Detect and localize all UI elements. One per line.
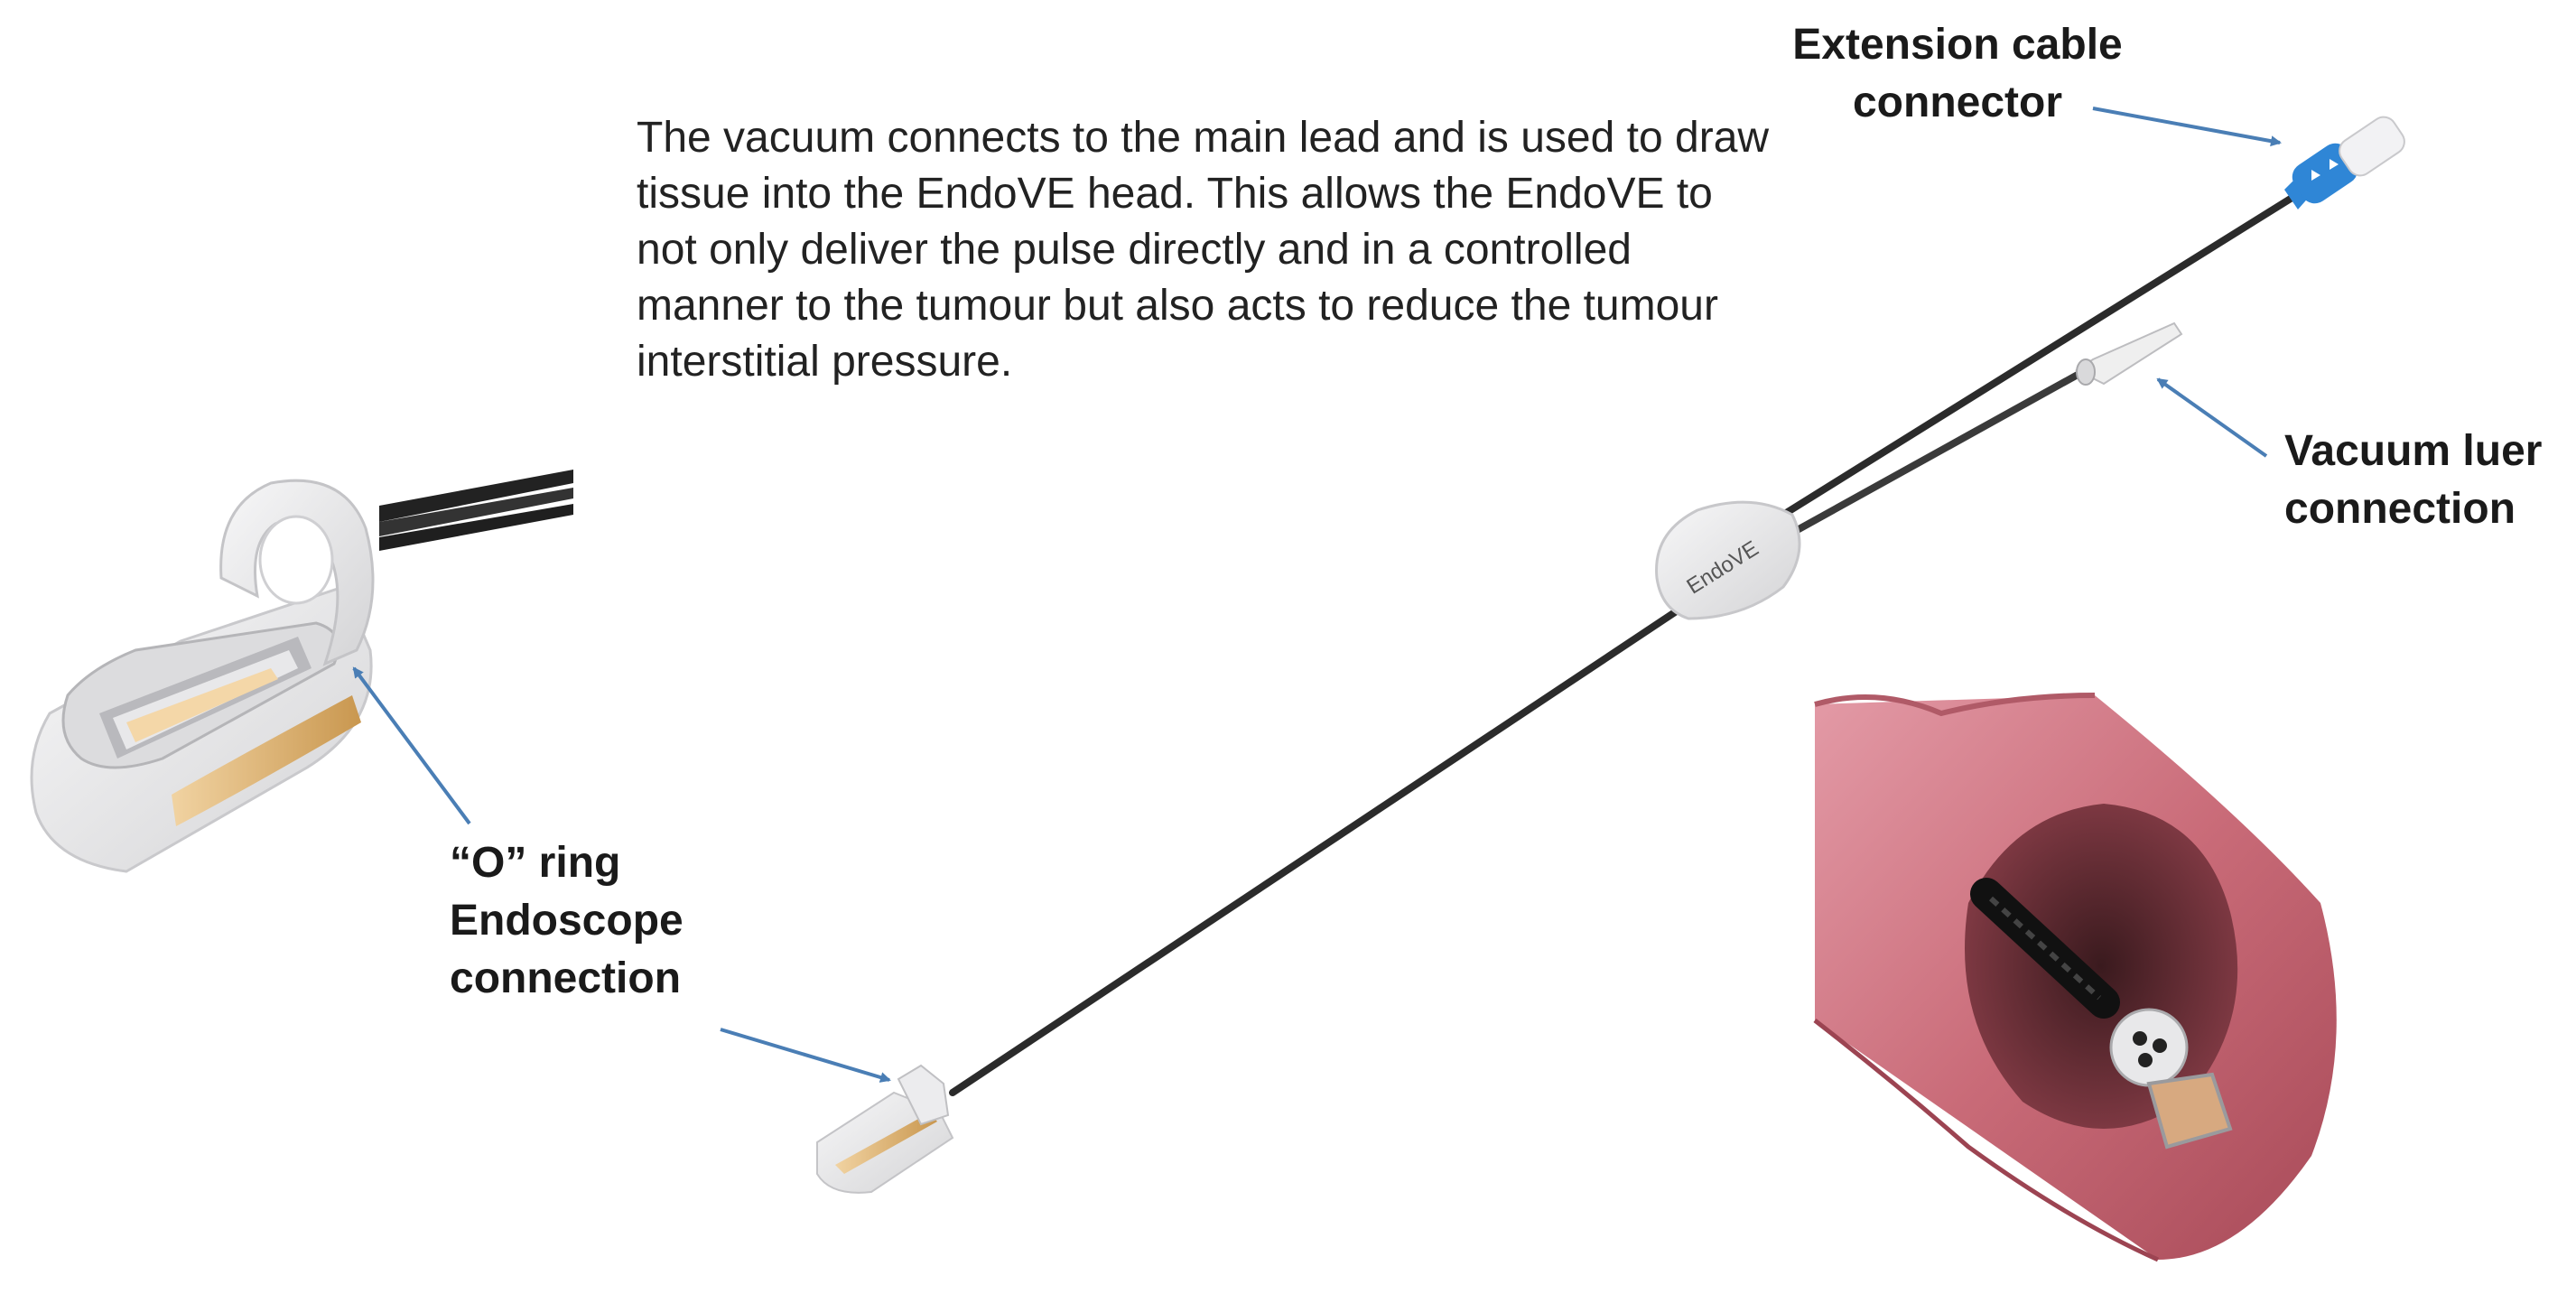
main-lead-cable [949, 193, 2297, 1096]
tissue-inset [1813, 693, 2337, 1262]
label-vacuum-luer-connection: Vacuum luer connection [2284, 423, 2542, 538]
endove-splitter-hub: EndoVE [1655, 500, 1801, 620]
arrow-extension [2092, 107, 2282, 147]
label-line: Endoscope [450, 897, 684, 945]
callout-arrows [352, 107, 2282, 1083]
label-line: “O” ring [450, 839, 621, 887]
arrow-oring-large [352, 666, 471, 825]
label-line: connector [1852, 79, 2063, 126]
vacuum-luer-fitting [2075, 321, 2183, 386]
label-extension-cable-connector: Extension cable connector [1768, 16, 2147, 132]
label-line: Extension cable [1792, 21, 2123, 69]
extension-connector [2284, 116, 2405, 209]
arrow-oring-small [720, 1028, 891, 1083]
label-line: connection [2284, 485, 2516, 533]
label-o-ring-endoscope-connection: “O” ring Endoscope connection [450, 834, 684, 1008]
endove-head-small [816, 1064, 954, 1194]
label-line: connection [450, 954, 682, 1002]
arrow-vacuum [2156, 377, 2268, 458]
description-text: The vacuum connects to the main lead and… [637, 114, 1770, 386]
endove-head-closeup [30, 470, 573, 873]
label-line: Vacuum luer [2284, 427, 2543, 475]
